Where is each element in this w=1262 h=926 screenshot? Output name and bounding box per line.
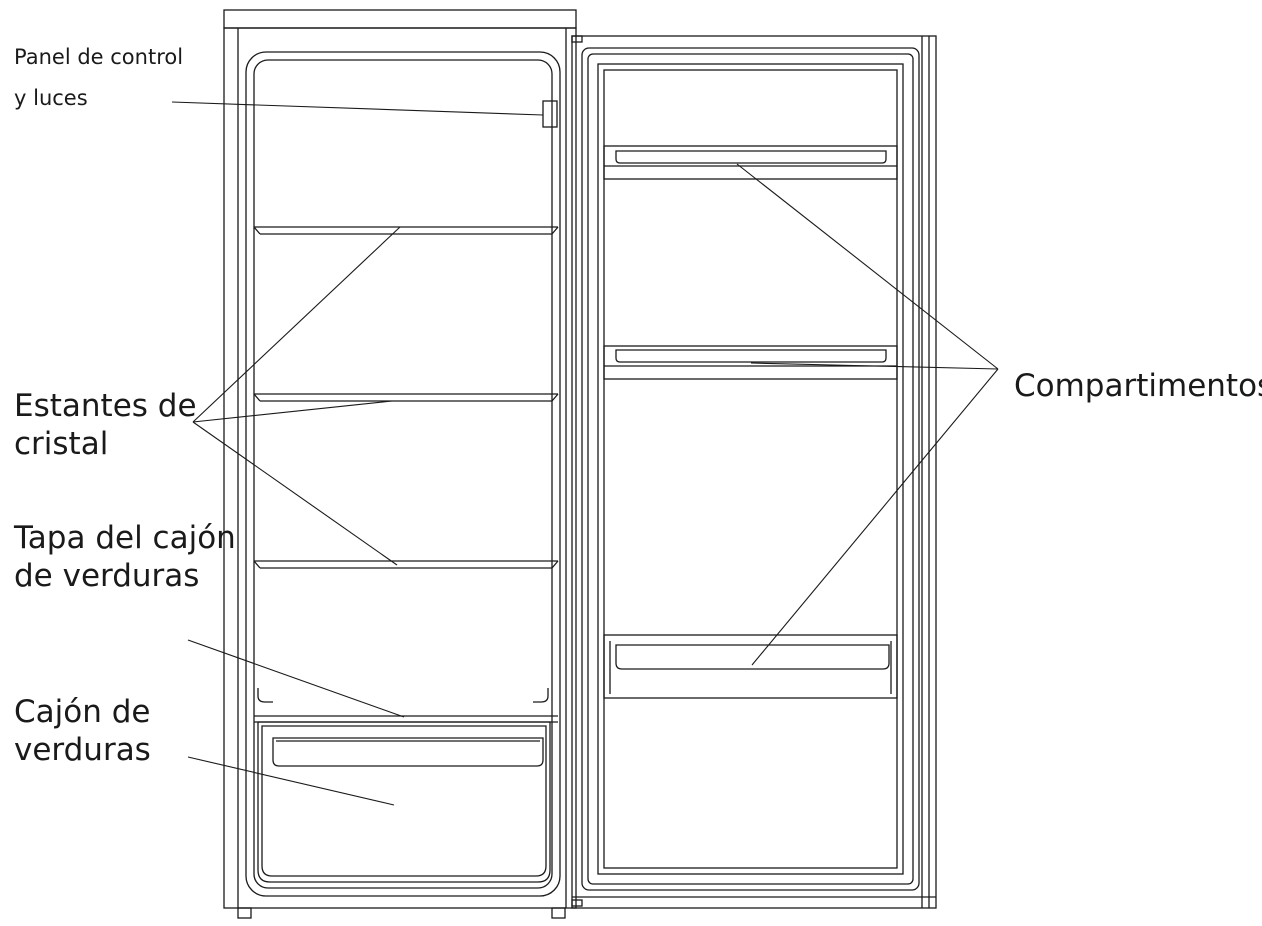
label-compartments: Compartimentos xyxy=(1014,368,1262,404)
label-crisper-drawer-line2: verduras xyxy=(14,731,151,768)
glass-shelf xyxy=(253,560,559,569)
glass-shelf xyxy=(253,226,559,235)
label-control-panel-line1: Panel de control xyxy=(14,45,184,69)
label-control-panel: Panel de control y luces xyxy=(14,37,183,119)
crisper-drawer xyxy=(257,721,551,883)
leader-lines xyxy=(171,101,999,806)
label-control-panel-line2: y luces xyxy=(14,85,88,110)
label-crisper-drawer-line1: Cajón de xyxy=(14,694,151,730)
label-crisper-cover-line1: Tapa del cajón xyxy=(14,520,236,556)
door-compartment xyxy=(603,145,898,180)
control-panel-icon xyxy=(542,100,558,128)
fridge-door xyxy=(571,35,937,909)
door-compartment xyxy=(603,345,898,380)
door-compartment xyxy=(603,634,898,699)
label-crisper-cover-line2: de verduras xyxy=(14,557,200,594)
crisper-cover xyxy=(254,715,558,723)
label-crisper-drawer: Cajón de verduras xyxy=(14,694,151,770)
label-crisper-cover: Tapa del cajón de verduras xyxy=(14,520,236,596)
label-glass-shelves-line2: cristal xyxy=(14,425,109,462)
fridge-cabinet xyxy=(223,9,577,919)
label-glass-shelves: Estantes de cristal xyxy=(14,388,197,464)
label-glass-shelves-line1: Estantes de xyxy=(14,388,197,424)
glass-shelf xyxy=(253,393,559,402)
